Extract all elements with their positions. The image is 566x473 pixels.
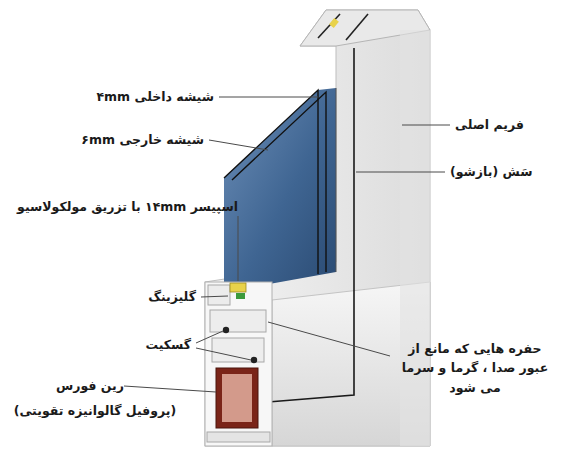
callout-label: شیشه داخلی ۴mm bbox=[96, 87, 214, 106]
glass-unit bbox=[224, 88, 336, 292]
callout-label: اسپیسر ۱۴mm با تزریق مولکولاسیو bbox=[17, 197, 238, 216]
callout-label: رین فورس bbox=[56, 376, 124, 395]
frame-body bbox=[205, 10, 430, 446]
sash-line bbox=[268, 48, 354, 402]
callout-label: حفره هایی که مانع از عبور صدا ، گرما و س… bbox=[395, 339, 555, 397]
callout-label: فریم اصلی bbox=[455, 115, 524, 134]
profile-section bbox=[205, 282, 272, 446]
callout-label: شیشه خارجی ۶mm bbox=[81, 130, 204, 149]
callout-label: گلیزینگ bbox=[148, 287, 196, 306]
callout-label: (پروفیل گالوانیزه تقویتی) bbox=[14, 401, 177, 420]
callout-label: گسکیت bbox=[145, 335, 191, 354]
callout-label: سَش (بازشو) bbox=[450, 162, 532, 181]
